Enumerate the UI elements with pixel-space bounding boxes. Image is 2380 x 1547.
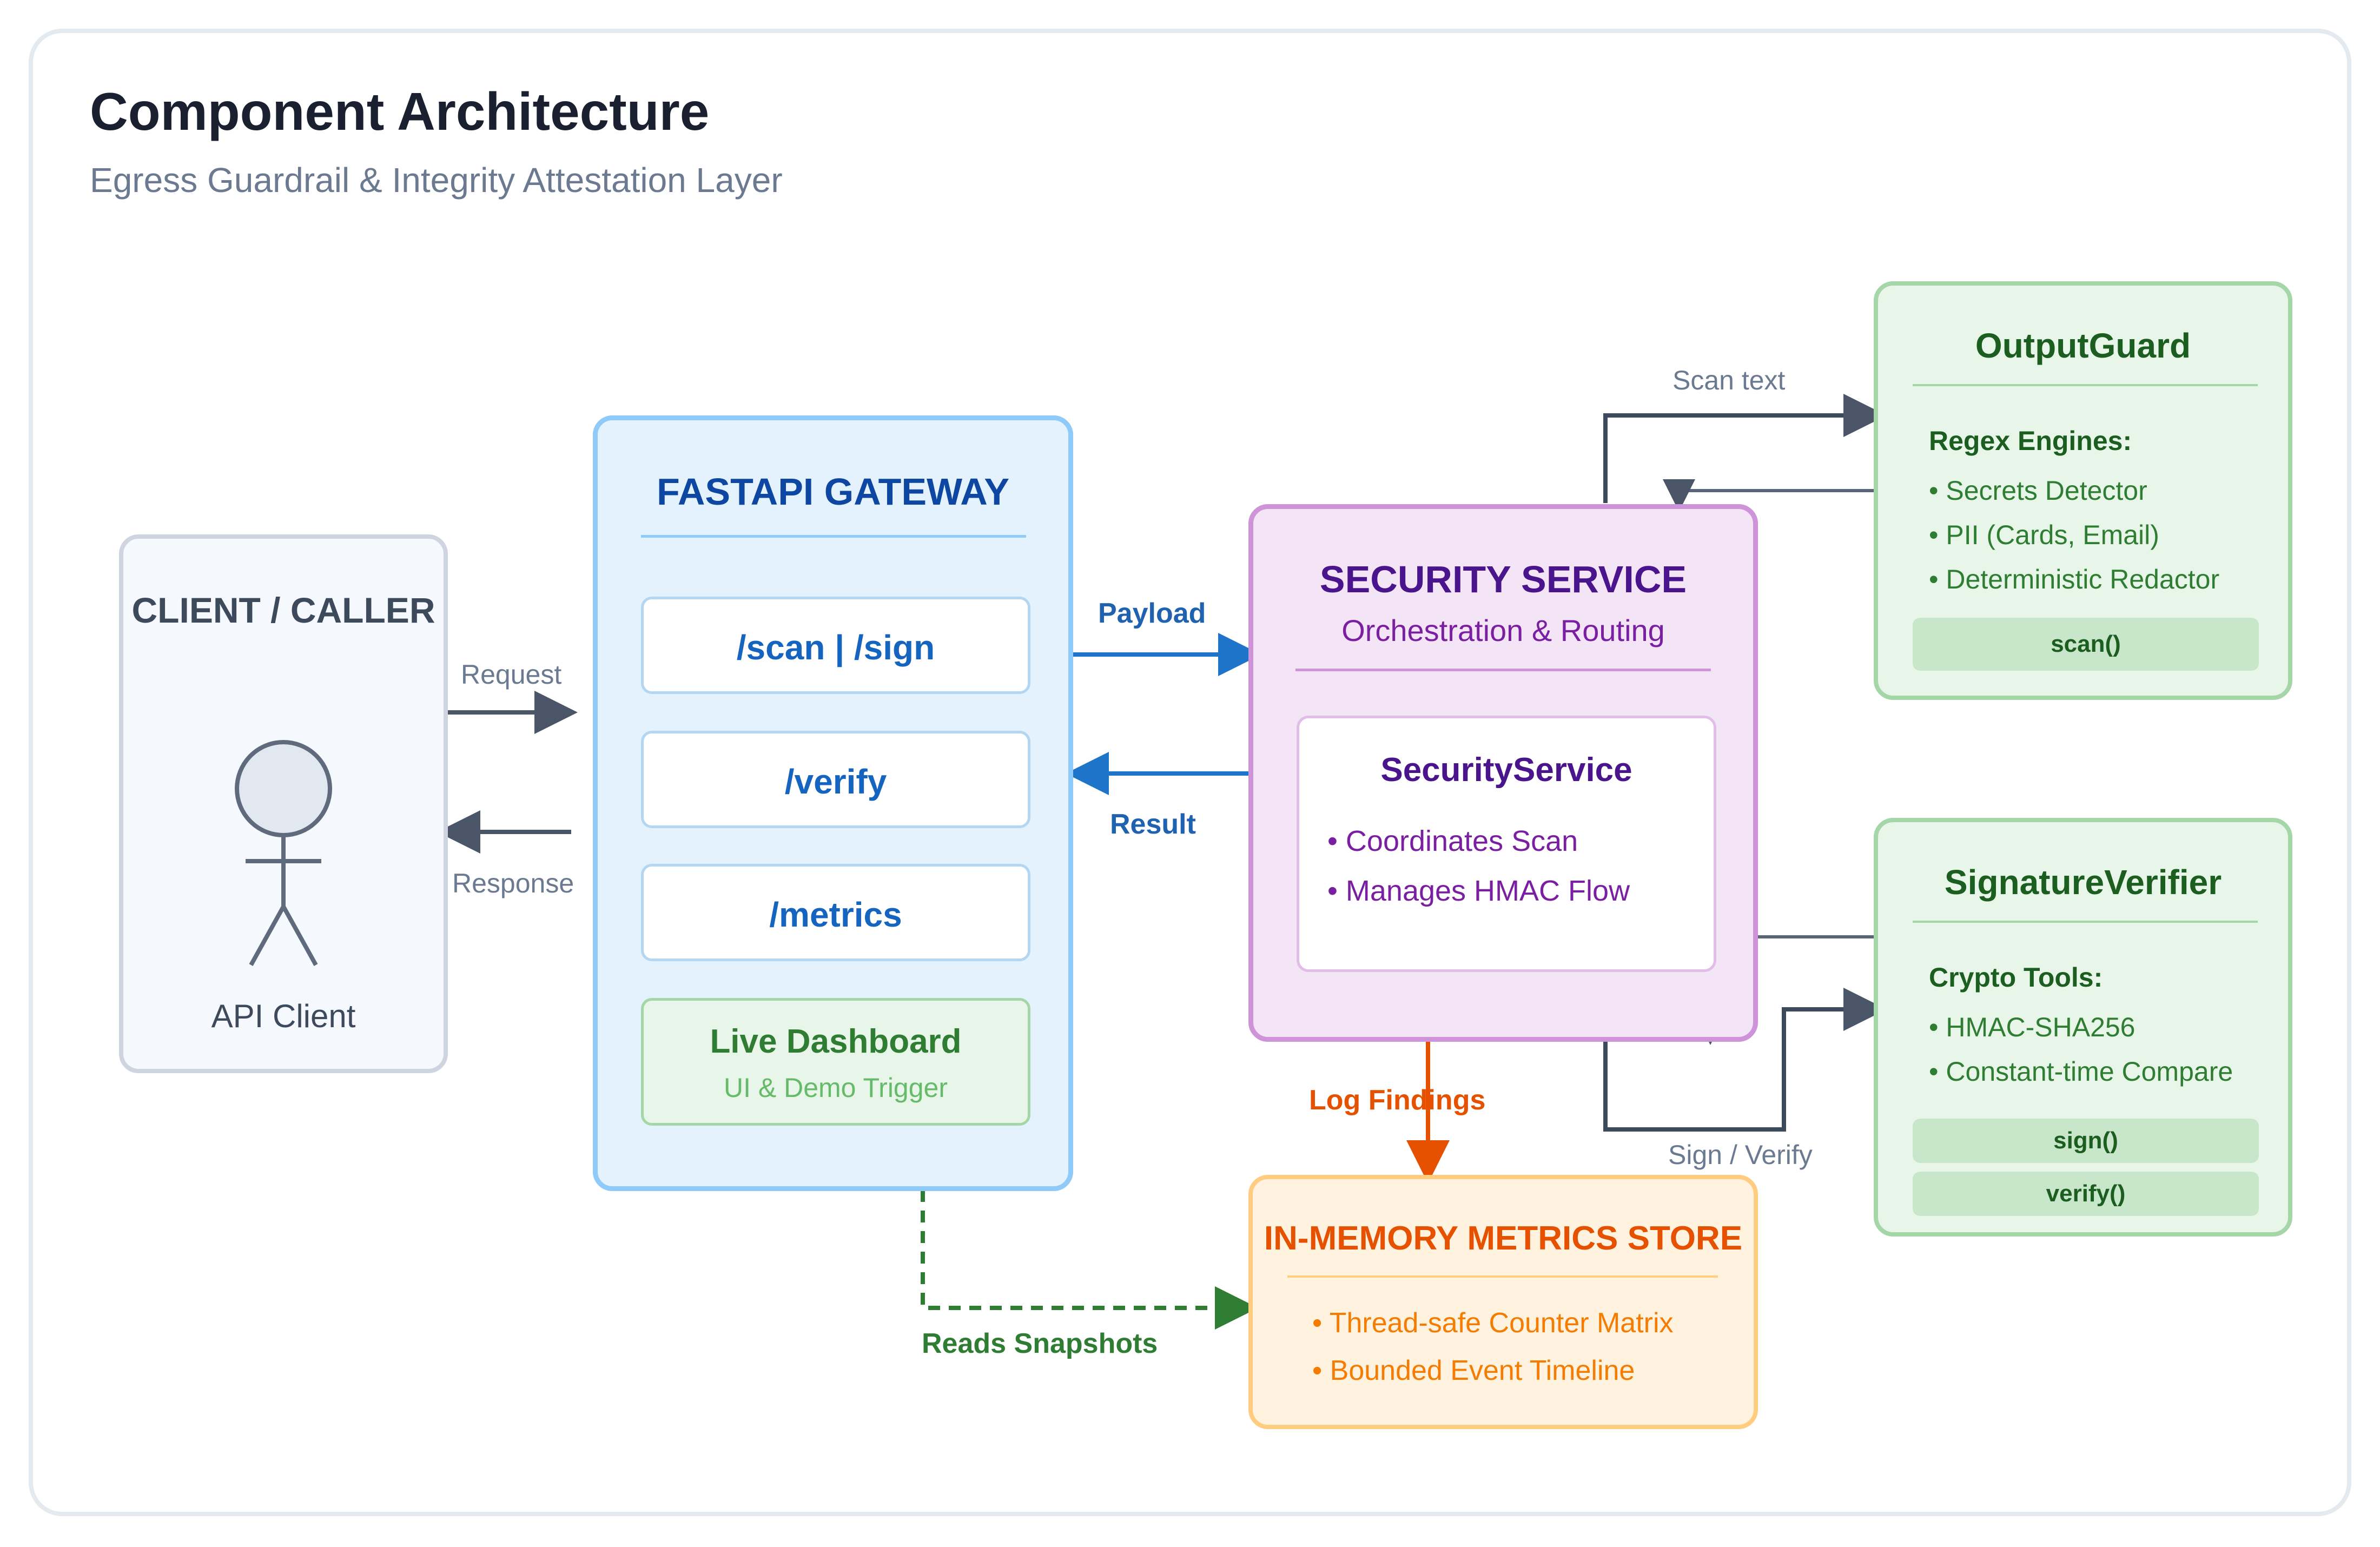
live-dashboard-title: Live Dashboard bbox=[710, 1023, 962, 1060]
result-label: Result bbox=[1110, 809, 1196, 840]
route-metrics[interactable]: /metrics bbox=[641, 864, 1030, 961]
signature-verifier-box: SignatureVerifier Crypto Tools: • HMAC-S… bbox=[1874, 818, 2292, 1237]
scan-text-label: Scan text bbox=[1672, 365, 1786, 395]
output-guard-section: Regex Engines: bbox=[1929, 426, 2132, 456]
client-title: CLIENT / CALLER bbox=[131, 590, 435, 630]
security-subtitle: Orchestration & Routing bbox=[1341, 613, 1665, 647]
security-inner-title: SecurityService bbox=[1380, 751, 1632, 789]
gateway-divider bbox=[641, 535, 1026, 538]
scan-text-arrow bbox=[1603, 394, 1887, 503]
signature-verifier-section: Crypto Tools: bbox=[1929, 962, 2103, 993]
signature-verifier-divider bbox=[1913, 921, 2258, 923]
user-icon bbox=[235, 740, 332, 966]
page-subtitle: Egress Guardrail & Integrity Attestation… bbox=[90, 161, 783, 200]
reads-snapshots-label: Reads Snapshots bbox=[922, 1328, 1158, 1359]
response-label: Response bbox=[452, 868, 574, 898]
sign-verify-arrow bbox=[1603, 988, 1887, 1132]
signature-verifier-item: • HMAC-SHA256 bbox=[1929, 1012, 2136, 1042]
client-box: CLIENT / CALLER API Client bbox=[119, 534, 448, 1073]
output-guard-item: • PII (Cards, Email) bbox=[1929, 520, 2159, 550]
live-dashboard[interactable]: Live Dashboard UI & Demo Trigger bbox=[641, 998, 1030, 1126]
gateway-box: FASTAPI GATEWAY /scan | /sign /verify /m… bbox=[593, 415, 1073, 1191]
page-title: Component Architecture bbox=[90, 82, 710, 141]
gateway-title: FASTAPI GATEWAY bbox=[656, 471, 1010, 513]
request-label: Request bbox=[461, 659, 562, 690]
metrics-store-item: • Bounded Event Timeline bbox=[1312, 1355, 1635, 1386]
route-verify[interactable]: /verify bbox=[641, 731, 1030, 828]
security-service-box: SECURITY SERVICE Orchestration & Routing… bbox=[1248, 504, 1758, 1042]
signature-verifier-item: • Constant-time Compare bbox=[1929, 1056, 2233, 1087]
metrics-store-title: IN-MEMORY METRICS STORE bbox=[1264, 1220, 1743, 1257]
verify-method-button[interactable]: verify() bbox=[1913, 1172, 2259, 1216]
metrics-store-box: IN-MEMORY METRICS STORE • Thread-safe Co… bbox=[1248, 1175, 1758, 1429]
actor-label: API Client bbox=[211, 998, 356, 1034]
security-title: SECURITY SERVICE bbox=[1319, 558, 1687, 600]
metrics-store-divider bbox=[1287, 1275, 1718, 1278]
scan-return-arrow bbox=[1663, 479, 1881, 512]
route-metrics-label: /metrics bbox=[769, 895, 902, 934]
route-scan-sign[interactable]: /scan | /sign bbox=[641, 597, 1030, 694]
live-dashboard-subtitle: UI & Demo Trigger bbox=[723, 1073, 948, 1103]
route-verify-label: /verify bbox=[784, 762, 887, 801]
output-guard-box: OutputGuard Regex Engines: • Secrets Det… bbox=[1874, 281, 2292, 700]
output-guard-item: • Deterministic Redactor bbox=[1929, 564, 2220, 594]
metrics-store-item: • Thread-safe Counter Matrix bbox=[1312, 1307, 1674, 1339]
output-guard-title: OutputGuard bbox=[1975, 326, 2191, 365]
output-guard-item: • Secrets Detector bbox=[1929, 475, 2147, 506]
log-findings-label: Log Findings bbox=[1309, 1085, 1486, 1116]
signature-verifier-title: SignatureVerifier bbox=[1944, 863, 2222, 902]
output-guard-divider bbox=[1913, 384, 2258, 386]
security-inner-item: • Manages HMAC Flow bbox=[1327, 875, 1630, 907]
security-inner-card: SecurityService • Coordinates Scan • Man… bbox=[1297, 716, 1716, 972]
security-divider bbox=[1295, 669, 1711, 671]
reads-snapshots-arrow bbox=[921, 1190, 1258, 1330]
sign-verify-label: Sign / Verify bbox=[1668, 1140, 1813, 1170]
security-inner-item: • Coordinates Scan bbox=[1327, 825, 1578, 857]
payload-label: Payload bbox=[1098, 598, 1206, 629]
scan-method-button[interactable]: scan() bbox=[1913, 618, 2259, 671]
sign-method-button[interactable]: sign() bbox=[1913, 1119, 2259, 1163]
route-scan-sign-label: /scan | /sign bbox=[736, 628, 935, 667]
